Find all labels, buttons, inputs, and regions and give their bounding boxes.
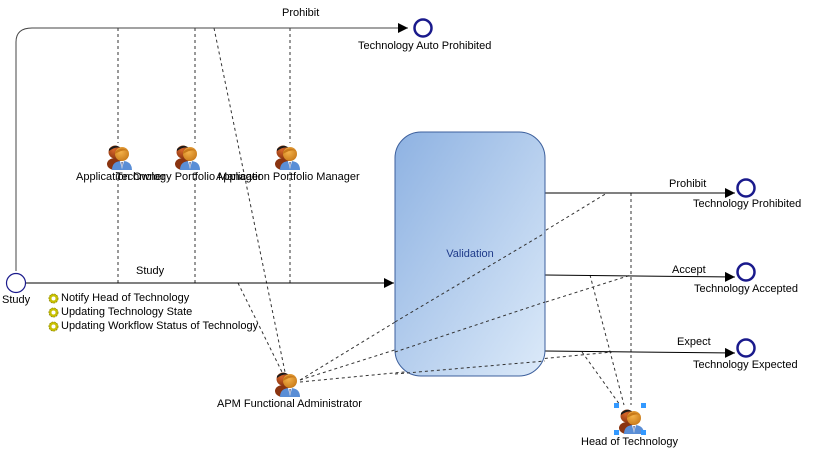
end-node-expected[interactable]	[736, 338, 756, 358]
association-line	[581, 351, 621, 406]
actor-label-head-of-technology: Head of Technology	[581, 436, 679, 448]
actor-head-of-technology-icon[interactable]	[619, 409, 644, 435]
transition-accept[interactable]	[544, 271, 736, 282]
actor-application-owner-icon[interactable]	[107, 145, 132, 171]
association-line	[237, 282, 283, 373]
transition-label-prohibit: Prohibit	[669, 178, 707, 190]
transition-auto-prohibit[interactable]	[15, 23, 408, 271]
actor-technology-portfolio-manager-icon[interactable]	[175, 145, 200, 171]
action-label: Updating Workflow Status of Technology	[61, 320, 259, 332]
association-line	[394, 232, 546, 323]
actor-apm-functional-administrator-icon[interactable]	[275, 372, 300, 398]
end-node-label-accepted: Technology Accepted	[694, 283, 798, 295]
end-node-accepted[interactable]	[736, 262, 756, 282]
gear-icon	[48, 307, 59, 318]
actor-label-technology-portfolio-manager: Technology Portfolio Manager	[116, 171, 262, 183]
end-node-label-auto-prohibited: Technology Auto Prohibited	[358, 40, 492, 52]
start-node-label: Study	[2, 294, 31, 306]
end-node-auto-prohibited[interactable]	[413, 18, 433, 38]
end-node-label-expected: Technology Expected	[693, 359, 798, 371]
actor-application-portfolio-manager-icon[interactable]	[275, 145, 300, 171]
action-label: Notify Head of Technology	[61, 292, 190, 304]
task-validation[interactable]	[394, 131, 546, 377]
transition-label-expect: Expect	[677, 336, 711, 348]
action-item[interactable]: Updating Workflow Status of Technology	[48, 320, 258, 333]
gear-icon	[48, 321, 59, 332]
transition-label-study: Study	[136, 265, 165, 277]
end-node-prohibited[interactable]	[736, 178, 756, 198]
actor-label-application-portfolio-manager: Application Portfolio Manager	[216, 171, 360, 183]
transition-expect[interactable]	[544, 347, 736, 358]
action-label: Updating Technology State	[61, 306, 193, 318]
start-node[interactable]	[5, 272, 27, 294]
association-line	[299, 274, 632, 381]
selection-handles[interactable]	[614, 403, 646, 435]
association-line	[394, 360, 546, 375]
transition-label-accept: Accept	[672, 264, 706, 276]
association-line	[213, 27, 286, 373]
end-node-label-prohibited: Technology Prohibited	[693, 198, 802, 210]
association-line	[589, 274, 625, 406]
action-item[interactable]: Updating Technology State	[48, 306, 192, 319]
actor-label-apm-functional-administrator: APM Functional Administrator	[217, 398, 362, 410]
actor-label-application-owner: Application Owner	[76, 171, 166, 183]
gear-icon	[48, 293, 59, 304]
transition-label-auto-prohibit: Prohibit	[282, 7, 320, 19]
action-item[interactable]: Notify Head of Technology	[48, 292, 189, 305]
association-line	[394, 301, 546, 353]
